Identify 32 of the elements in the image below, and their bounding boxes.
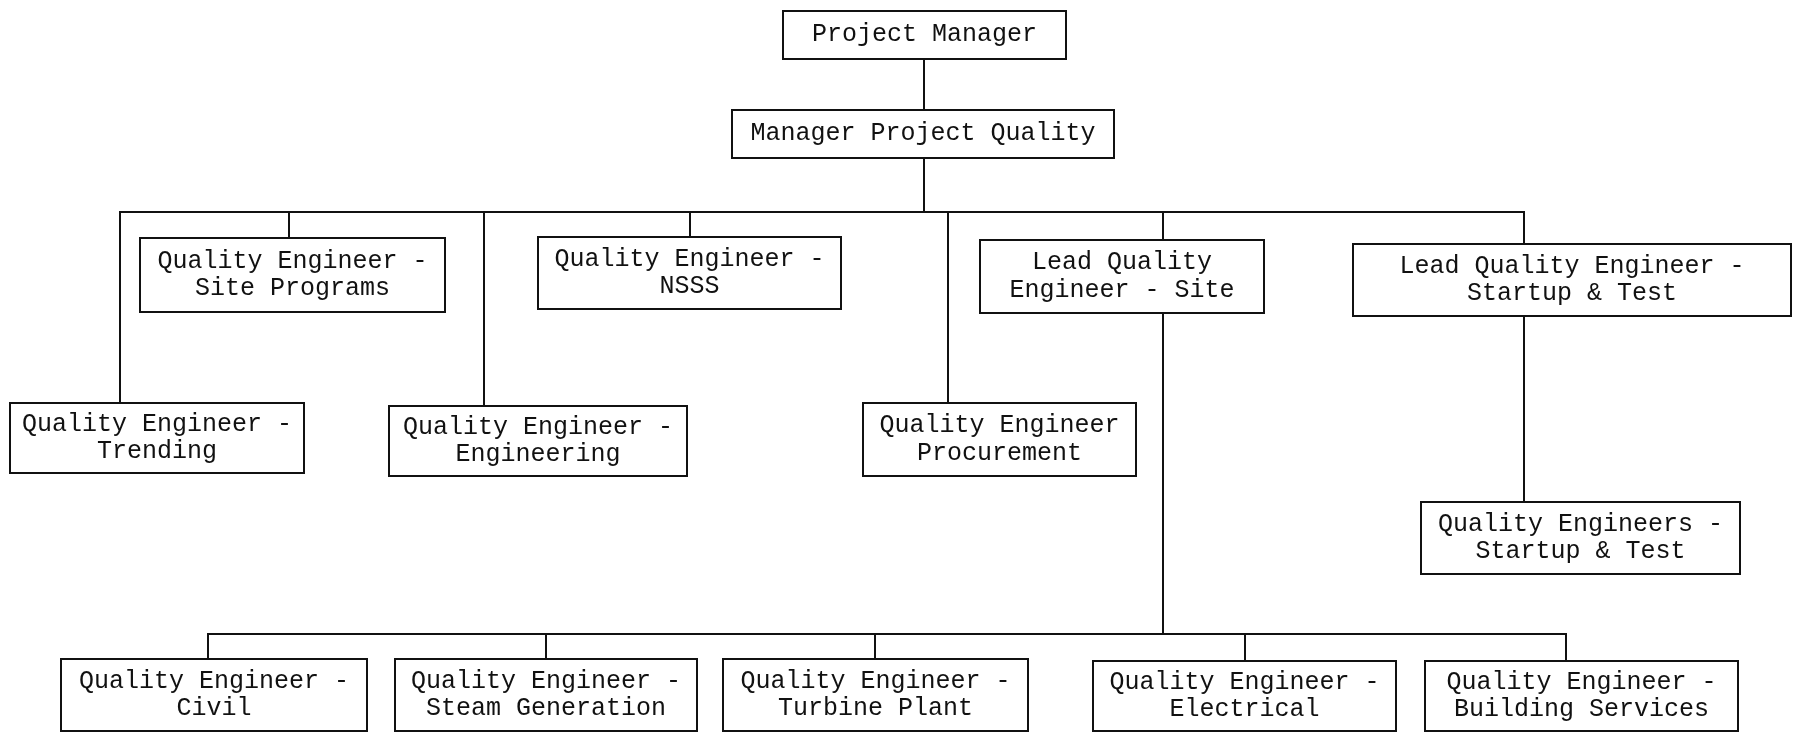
connector-line	[1523, 316, 1525, 502]
role-title: Quality Engineer - Engineering	[401, 413, 674, 469]
role-title: Manager Project Quality	[750, 120, 1096, 148]
role-title: Quality Engineer - Civil	[77, 667, 350, 723]
role-title: Project Manager	[811, 21, 1037, 49]
org-box	[139, 237, 446, 313]
org-box	[60, 658, 368, 732]
role-title: Quality Engineer - Trending	[20, 410, 293, 466]
role-title: Quality Engineer - Site Programs	[156, 247, 429, 303]
role-title: Quality Engineer - NSSS	[553, 245, 826, 301]
org-box	[1352, 243, 1792, 317]
org-box	[394, 658, 698, 732]
org-box	[9, 402, 305, 474]
role-title: Quality Engineers - Startup & Test	[1436, 510, 1724, 566]
org-box	[782, 10, 1067, 60]
connector-line	[923, 59, 925, 110]
org-box	[537, 236, 842, 310]
org-box	[1092, 660, 1397, 732]
org-box	[388, 405, 688, 477]
org-box	[722, 658, 1029, 732]
org-box	[862, 402, 1137, 477]
org-box	[1420, 501, 1741, 575]
role-title: Quality Engineer - Electrical	[1108, 668, 1381, 724]
org-box	[731, 109, 1115, 159]
role-title: Lead Quality Engineer - Site	[1008, 249, 1236, 304]
role-title: Quality Engineer - Turbine Plant	[739, 667, 1012, 723]
role-title: Quality Engineer Procurement	[878, 412, 1121, 467]
role-title: Lead Quality Engineer - Startup & Test	[1398, 252, 1746, 308]
org-box	[1424, 660, 1739, 732]
role-title: Quality Engineer - Building Services	[1445, 668, 1718, 724]
org-box	[979, 239, 1265, 314]
role-title: Quality Engineer - Steam Generation	[409, 667, 682, 723]
